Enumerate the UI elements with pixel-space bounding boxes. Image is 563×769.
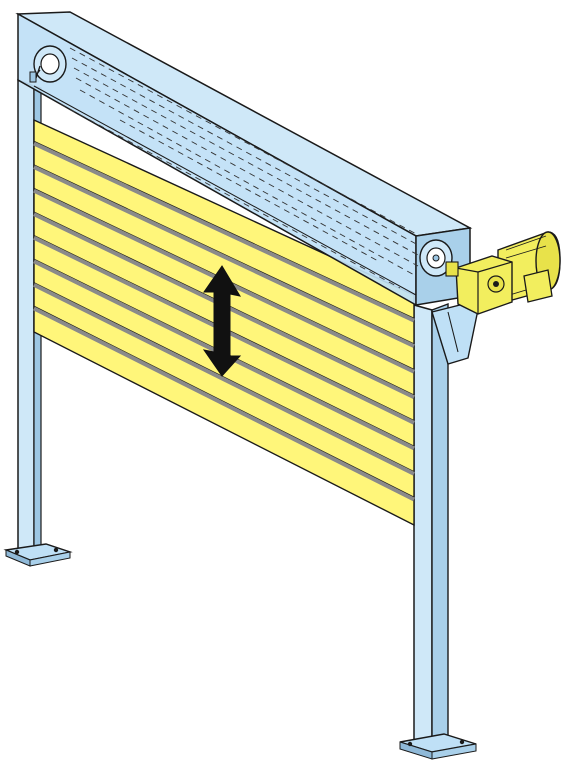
curtain-slat-line xyxy=(33,306,415,502)
roller-right xyxy=(419,239,453,277)
curtain-slat-line xyxy=(33,141,415,323)
curtain-slat-line xyxy=(33,283,415,476)
curtain-slat-edge xyxy=(33,282,415,472)
double-arrow-vertical-icon xyxy=(202,265,242,377)
curtain-slat-edge xyxy=(33,140,415,319)
housing-hidden-lines xyxy=(59,47,421,289)
bolt-hole xyxy=(14,549,20,555)
curtain-slat-edge xyxy=(33,305,415,498)
roller-left xyxy=(29,45,67,83)
right-column-front xyxy=(413,304,433,750)
right-column xyxy=(399,299,481,760)
right-column-side xyxy=(431,302,449,750)
bolt-hole xyxy=(407,741,413,747)
left-column-front xyxy=(17,78,35,562)
curtain-slat-edge xyxy=(33,164,415,344)
bolt-hole xyxy=(459,739,465,745)
right-base-plate-edge2 xyxy=(431,743,477,760)
left-base-plate-edge2 xyxy=(29,551,71,567)
curtain-slat-line xyxy=(33,165,415,348)
gear-motor-icon xyxy=(445,231,561,315)
bolt-hole xyxy=(53,547,59,553)
